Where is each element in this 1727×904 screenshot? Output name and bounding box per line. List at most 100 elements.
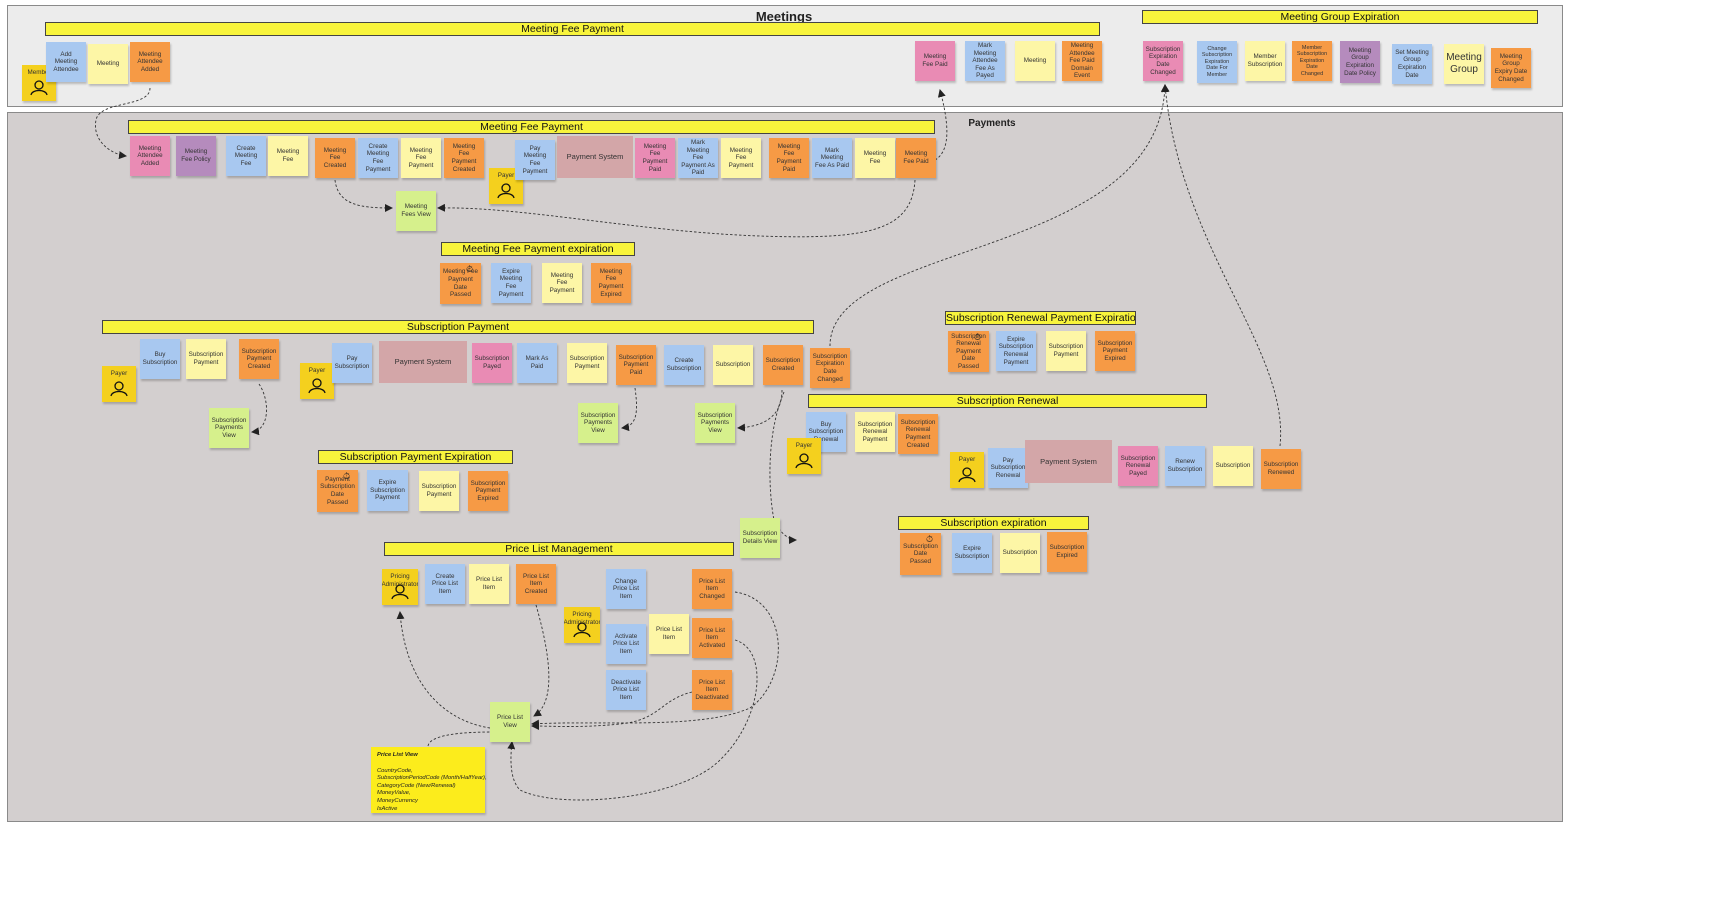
subscription-payment-aggregate-1[interactable]: Subscription Payment [186, 339, 226, 379]
subscription-aggregate-3[interactable]: Subscription [1000, 533, 1040, 573]
subscription-created-event[interactable]: Subscription Created [763, 345, 803, 385]
price-list-item-changed-event[interactable]: Price List Item Changed [692, 569, 732, 609]
buy-subscription-command[interactable]: Buy Subscription [140, 339, 180, 379]
payer-actor-5[interactable]: Payer [950, 452, 984, 488]
subscription-renewal-payment-aggregate[interactable]: Subscription Renewal Payment [855, 412, 895, 452]
payer-actor-4[interactable]: Payer [787, 438, 821, 474]
subscription-payment-expired-event-1[interactable]: Subscription Payment Expired [1095, 331, 1135, 371]
meeting-fee-aggregate-1[interactable]: Meeting Fee [268, 136, 308, 176]
meeting-fee-payment-paid-external[interactable]: Meeting Fee Payment Paid [635, 138, 675, 178]
renew-subscription-command[interactable]: Renew Subscription [1165, 446, 1205, 486]
price-list-view[interactable]: Price List View [490, 702, 530, 742]
create-meeting-fee-payment-command[interactable]: Create Meeting Fee Payment [358, 138, 398, 178]
create-meeting-fee-command[interactable]: Create Meeting Fee [226, 136, 266, 176]
price-list-item-aggregate-2[interactable]: Price List Item [649, 614, 689, 654]
arrow-sub-created-to-details [769, 391, 797, 544]
price-list-item-created-event[interactable]: Price List Item Created [516, 564, 556, 604]
price-list-item-aggregate-1[interactable]: Price List Item [469, 564, 509, 604]
subscription-payment-expired-event-2[interactable]: Subscription Payment Expired [468, 471, 508, 511]
pricing-administrator-actor-1[interactable]: Pricing Administrator [382, 569, 418, 605]
change-subscription-expiration-date-command[interactable]: Change Subscription Expiration Date For … [1197, 41, 1237, 83]
subscription-payed-external[interactable]: Subscription Payed [472, 343, 512, 383]
mark-meeting-fee-paid-command[interactable]: Mark Meeting Fee As Paid [812, 138, 852, 178]
meeting-fees-view[interactable]: Meeting Fees View [396, 191, 436, 231]
meeting-fee-payment-date-passed-event[interactable]: Meeting Fee Payment Date Passed ⏱ [440, 263, 481, 304]
activate-price-list-item-command[interactable]: Activate Price List Item [606, 624, 646, 664]
meeting-group-expiration-date-policy[interactable]: Meeting Group Expiration Date Policy [1340, 41, 1380, 83]
mark-attendee-fee-payed-command[interactable]: Mark Meeting Attendee Fee As Payed [965, 41, 1005, 81]
payer-actor-3[interactable]: Payer [300, 363, 334, 399]
subscription-aggregate-1[interactable]: Subscription [713, 345, 753, 385]
subscription-payments-view-2[interactable]: Subscription Payments View [578, 403, 618, 443]
meeting-aggregate-2[interactable]: Meeting [1015, 41, 1055, 81]
meeting-fee-paid-event-2[interactable]: Meeting Fee Paid [896, 138, 936, 178]
change-price-list-item-command[interactable]: Change Price List Item [606, 569, 646, 609]
subscription-payment-aggregate-2[interactable]: Subscription Payment [567, 343, 607, 383]
expire-meeting-fee-payment-command[interactable]: Expire Meeting Fee Payment [491, 263, 531, 303]
meeting-fee-payment-paid-event[interactable]: Meeting Fee Payment Paid [769, 138, 809, 178]
subscription-payment-paid-event[interactable]: Subscription Payment Paid [616, 345, 656, 385]
add-meeting-attendee-command[interactable]: Add Meeting Attendee [46, 42, 86, 82]
payment-system-3[interactable]: Payment System [1025, 440, 1112, 483]
meeting-fee-payment-aggregate-1[interactable]: Meeting Fee Payment [401, 138, 441, 178]
pay-meeting-fee-payment-command[interactable]: Pay Meeting Fee Payment [515, 140, 555, 180]
expire-subscription-payment-command[interactable]: Expire Subscription Payment [367, 470, 408, 511]
subscription-date-passed-event[interactable]: Subscription Date Passed ⏱ [900, 533, 941, 575]
expire-subscription-renewal-payment-command[interactable]: Expire Subscription Renewal Payment [996, 331, 1036, 371]
subscription-payments-view-3[interactable]: Subscription Payments View [695, 403, 735, 443]
meeting-fee-payment-aggregate-2[interactable]: Meeting Fee Payment [721, 138, 761, 178]
clock-icon: ⏱ [973, 332, 981, 342]
meeting-attendee-added-event-1[interactable]: Meeting Attendee Added [130, 42, 170, 82]
create-price-list-item-command[interactable]: Create Price List Item [425, 564, 465, 604]
meeting-fee-paid-external-1[interactable]: Meeting Fee Paid [915, 41, 955, 81]
person-icon [497, 183, 515, 199]
payment-system-2[interactable]: Payment System [379, 341, 467, 383]
meeting-fee-payment-created-event[interactable]: Meeting Fee Payment Created [444, 138, 484, 178]
subscription-expiration-date-changed-external[interactable]: Subscription Expiration Date Changed [1143, 41, 1183, 81]
member-subscription-aggregate[interactable]: Member Subscription [1245, 41, 1285, 81]
meeting-group-expiry-date-changed-event[interactable]: Meeting Group Expiry Date Changed [1491, 48, 1531, 88]
arrow-sub-exp-date-changed-up [829, 84, 1169, 347]
meeting-group-aggregate[interactable]: Meeting Group [1444, 44, 1484, 84]
price-list-view-note-line: SubscriptionPeriodCode (Month/HalfYear), [377, 775, 487, 782]
subscription-renewal-payment-created-event[interactable]: Subscription Renewal Payment Created [898, 414, 938, 454]
create-subscription-command[interactable]: Create Subscription [664, 345, 704, 385]
mark-as-paid-command[interactable]: Mark As Paid [517, 343, 557, 383]
pay-subscription-command[interactable]: Pay Subscription [332, 343, 372, 383]
payer-actor-2[interactable]: Payer [102, 366, 136, 402]
subscription-expiration-date-changed-event[interactable]: Subscription Expiration Date Changed [810, 348, 850, 388]
subscription-payment-created-event[interactable]: Subscription Payment Created [239, 339, 279, 379]
subscription-renewed-event[interactable]: Subscription Renewed [1261, 449, 1301, 489]
deactivate-price-list-item-command[interactable]: Deactivate Price List Item [606, 670, 646, 710]
member-subscription-expiration-date-changed-event[interactable]: Member Subscription Expiration Date Chan… [1292, 41, 1332, 81]
payment-system-1[interactable]: Payment System [557, 136, 633, 178]
mark-meeting-fee-payment-paid-command[interactable]: Mark Meeting Fee Payment As Paid [678, 138, 718, 178]
subscription-payment-aggregate-4[interactable]: Subscription Payment [419, 471, 459, 511]
meeting-fee-created-event[interactable]: Meeting Fee Created [315, 138, 355, 178]
meeting-aggregate-1[interactable]: Meeting [88, 44, 128, 84]
set-meeting-group-expiration-date-command[interactable]: Set Meeting Group Expiration Date [1392, 44, 1432, 84]
expire-subscription-command[interactable]: Expire Subscription [952, 533, 992, 573]
pay-subscription-renewal-command[interactable]: Pay Subscription Renewal [988, 448, 1028, 488]
band-price-list-management: Price List Management [384, 542, 734, 556]
subscription-aggregate-2[interactable]: Subscription [1213, 446, 1253, 486]
subscription-renewal-payed-external[interactable]: Subscription Renewal Payed [1118, 446, 1158, 486]
meeting-attendee-added-external-2[interactable]: Meeting Attendee Added [130, 136, 170, 176]
attendee-fee-paid-domain-event[interactable]: Meeting Attendee Fee Paid Domain Event [1062, 41, 1102, 81]
meeting-fee-payment-aggregate-3[interactable]: Meeting Fee Payment [542, 263, 582, 303]
person-icon [308, 378, 326, 394]
subscription-renewal-payment-date-passed-event[interactable]: Subscription Renewal Payment Date Passed… [948, 331, 989, 372]
subscription-payment-aggregate-3[interactable]: Subscription Payment [1046, 331, 1086, 371]
meeting-fee-policy[interactable]: Meeting Fee Policy [176, 136, 216, 176]
subscription-details-view[interactable]: Subscription Details View [740, 518, 780, 558]
payment-subscription-date-passed-event[interactable]: Payment Subscription Date Passed ⏱ [317, 470, 358, 512]
arrow-price-view-to-admin [396, 611, 491, 729]
price-list-item-deactivated-event[interactable]: Price List Item Deactivated [692, 670, 732, 710]
subscription-payments-view-1[interactable]: Subscription Payments View [209, 408, 249, 448]
meeting-fee-payment-expired-event[interactable]: Meeting Fee Payment Expired [591, 263, 631, 303]
meeting-fee-aggregate-2[interactable]: Meeting Fee [855, 138, 895, 178]
price-list-view-note-line: MoneyValue, [377, 790, 411, 797]
subscription-expired-event[interactable]: Subscription Expired [1047, 532, 1087, 572]
pricing-administrator-actor-2[interactable]: Pricing Administrator [564, 607, 600, 643]
price-list-item-activated-event[interactable]: Price List Item Activated [692, 618, 732, 658]
